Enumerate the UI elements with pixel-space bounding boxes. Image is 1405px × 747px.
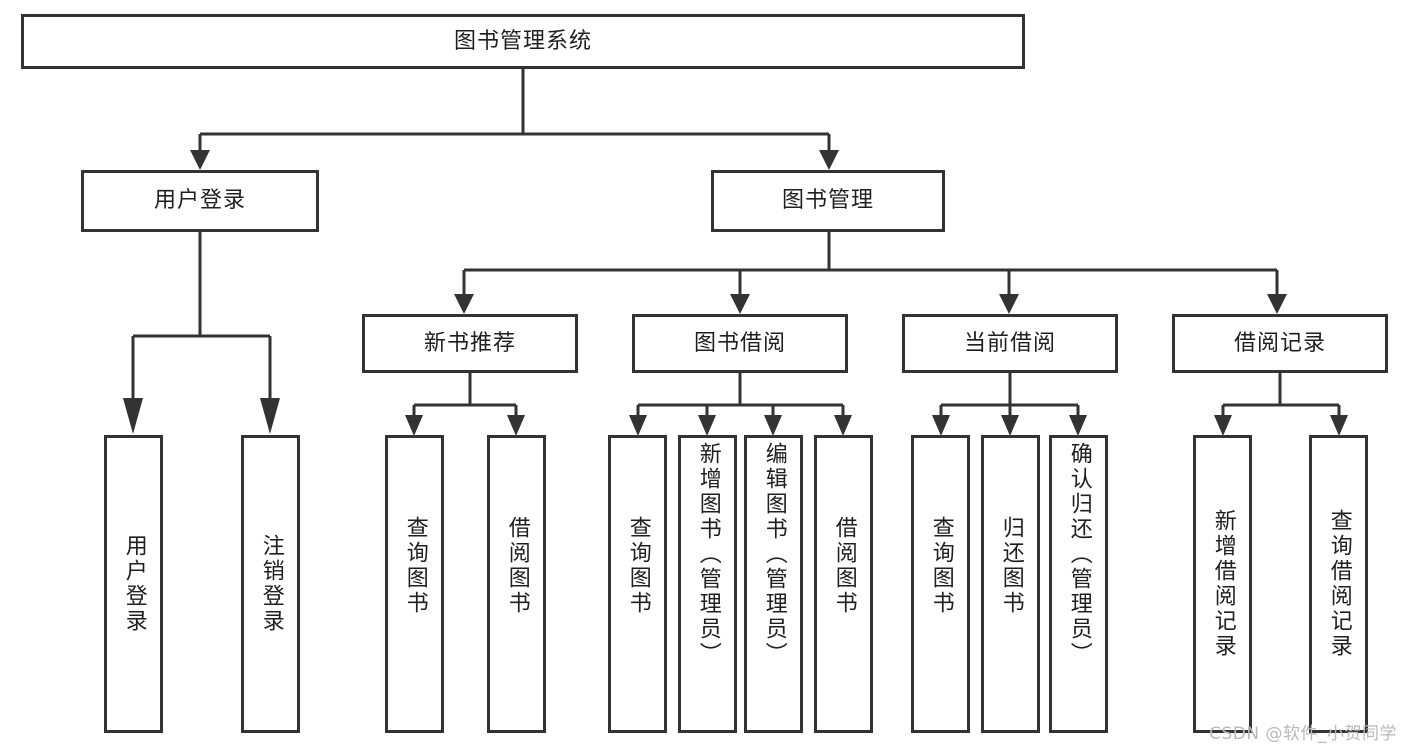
node-label: 借阅记录: [1233, 330, 1326, 356]
node-label: 新书推荐: [423, 330, 516, 356]
leaf-edit-book-admin[interactable]: 编辑图书（管理员）: [744, 435, 803, 733]
leaf-confirm-return-admin[interactable]: 确认归还（管理员）: [1049, 435, 1108, 733]
leaf-borrow-book-recommend[interactable]: 借阅图书: [487, 435, 546, 733]
leaf-query-borrow-record[interactable]: 查询借阅记录: [1309, 435, 1368, 733]
leaf-label: 用户登录: [121, 534, 147, 634]
leaf-label: 查询借阅记录: [1326, 509, 1352, 659]
leaf-user-login[interactable]: 用户登录: [104, 435, 163, 733]
node-label: 图书管理: [781, 188, 874, 214]
node-root-system[interactable]: 图书管理系统: [21, 14, 1025, 69]
leaf-borrow-book[interactable]: 借阅图书: [814, 435, 873, 733]
leaf-logout[interactable]: 注销登录: [241, 435, 300, 733]
leaf-label: 查询图书: [625, 516, 651, 616]
arrowheads: [123, 150, 1348, 436]
leaf-label: 注销登录: [258, 534, 284, 634]
node-borrow-records[interactable]: 借阅记录: [1172, 314, 1388, 373]
node-label: 当前借阅: [963, 330, 1056, 356]
leaf-label: 新增借阅记录: [1210, 509, 1236, 659]
node-label: 用户登录: [153, 188, 246, 214]
leaf-label: 查询图书: [928, 516, 954, 616]
node-user-login[interactable]: 用户登录: [81, 170, 319, 232]
node-current-borrow[interactable]: 当前借阅: [902, 314, 1118, 373]
node-new-book-recommend[interactable]: 新书推荐: [362, 314, 578, 373]
leaf-label: 确认归还（管理员）: [1066, 442, 1092, 667]
node-label: 图书借阅: [693, 330, 786, 356]
node-book-management[interactable]: 图书管理: [711, 170, 945, 232]
leaf-label: 查询图书: [402, 516, 428, 616]
leaf-label: 借阅图书: [831, 516, 857, 616]
leaf-label: 编辑图书（管理员）: [761, 442, 787, 667]
leaf-label: 借阅图书: [504, 516, 530, 616]
leaf-label: 归还图书: [998, 516, 1024, 616]
leaf-add-book-admin[interactable]: 新增图书（管理员）: [678, 435, 737, 733]
leaf-add-borrow-record[interactable]: 新增借阅记录: [1193, 435, 1252, 733]
leaf-label: 新增图书（管理员）: [695, 442, 721, 667]
node-book-borrow[interactable]: 图书借阅: [632, 314, 848, 373]
leaf-return-book[interactable]: 归还图书: [981, 435, 1040, 733]
leaf-query-book-current[interactable]: 查询图书: [911, 435, 970, 733]
node-label: 图书管理系统: [453, 28, 592, 54]
leaf-query-book-borrow[interactable]: 查询图书: [608, 435, 667, 733]
leaf-query-book-recommend[interactable]: 查询图书: [385, 435, 444, 733]
